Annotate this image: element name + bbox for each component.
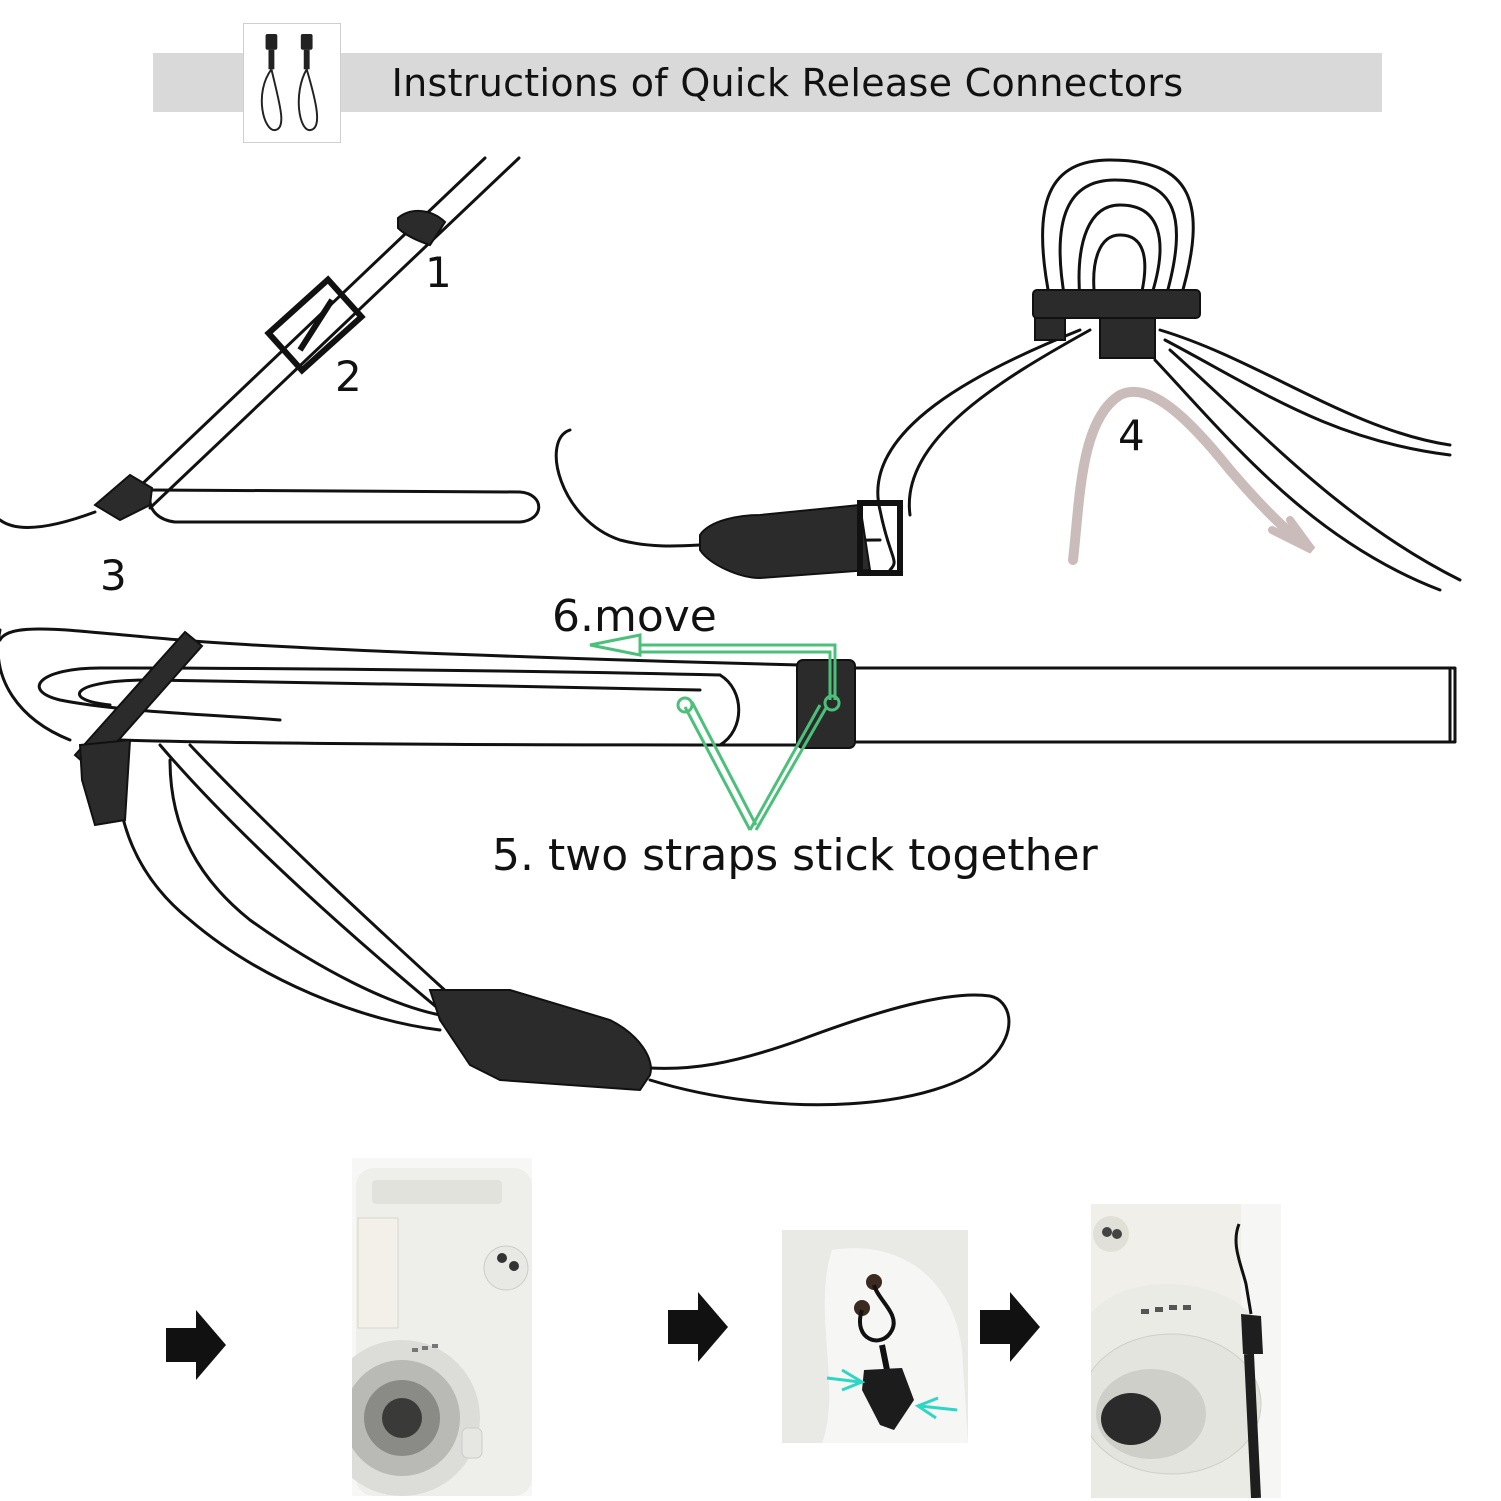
loop-strap [554, 158, 1462, 592]
step-2-label: 2 [335, 352, 362, 401]
buckle-slide-2 [264, 275, 366, 375]
page-title: Instructions of Quick Release Connectors [391, 60, 1184, 105]
arrow-right-icon [166, 1310, 226, 1380]
direction-arrow-step4 [1068, 386, 1310, 565]
arrow-right-icon [668, 1292, 728, 1362]
keeper-loop-1 [397, 210, 447, 247]
green-guides [589, 633, 841, 831]
step-4-label: 4 [1118, 411, 1145, 460]
step-6-label: 6.move [552, 591, 717, 642]
arrow-right-icon [980, 1292, 1040, 1362]
connector-3 [93, 473, 154, 522]
connector-thumbnail [243, 23, 341, 143]
step-5-label: 5. two straps stick together [492, 830, 1098, 881]
connector-bottom [428, 989, 652, 1092]
slider-4 [1032, 289, 1201, 359]
camera-strap-eyelet-closeup-photo [782, 1230, 968, 1443]
horizontal-strap [0, 627, 1457, 1107]
title-banner [153, 53, 1382, 112]
instant-camera-front-photo [352, 1158, 532, 1496]
step-1-label: 1 [425, 248, 452, 297]
camera-with-strap-attached-photo [1091, 1204, 1281, 1498]
slider-5 [73, 630, 204, 827]
arrowhead-step4 [1268, 516, 1316, 554]
quick-release-connector-icon [260, 34, 319, 131]
connector-4 [699, 500, 903, 580]
step-3-label: 3 [100, 551, 127, 600]
